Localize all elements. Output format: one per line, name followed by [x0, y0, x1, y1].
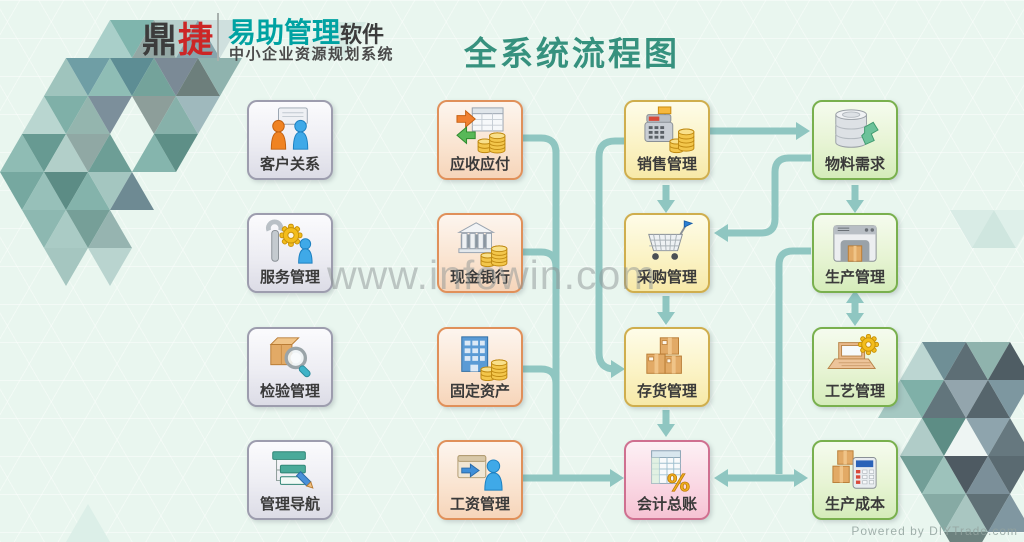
flow-box-label: 应收应付 [449, 156, 510, 173]
production-management-icon [814, 217, 896, 269]
flow-box-inspection-management: 检验管理 [247, 327, 333, 407]
flow-box-label: 现金银行 [449, 269, 510, 286]
process-management-icon [814, 331, 896, 383]
general-ledger-icon: % [626, 444, 708, 496]
page-title: 全系统流程图 [464, 35, 680, 72]
cash-bank-icon [439, 217, 521, 269]
flow-box-label: 生产管理 [824, 269, 885, 286]
flow-box-label: 工资管理 [449, 496, 510, 513]
flow-box-general-ledger: % 会计总账 [624, 440, 710, 520]
flow-box-payroll-management: 工资管理 [437, 440, 523, 520]
brand-logo: 鼎捷 [142, 12, 214, 63]
svg-text:%: % [667, 471, 690, 494]
flow-box-sales-management: 销售管理 [624, 100, 710, 180]
product-name-main: 易助管理 [228, 17, 341, 48]
flow-box-label: 会计总账 [636, 496, 697, 513]
flow-box-fixed-assets: 固定资产 [437, 327, 523, 407]
fixed-assets-icon [439, 331, 521, 383]
management-navigation-icon [249, 444, 331, 496]
production-cost-icon [814, 444, 896, 496]
flow-box-production-management: 生产管理 [812, 213, 898, 293]
flow-box-receivables-payables: 应收应付 [437, 100, 523, 180]
flow-box-management-navigation: 管理导航 [247, 440, 333, 520]
flow-box-label: 管理导航 [259, 496, 320, 513]
flow-box-label: 生产成本 [824, 496, 885, 513]
inventory-management-icon [626, 331, 708, 383]
product-name-suffix: 软件 [340, 22, 385, 47]
receivables-payables-icon [439, 104, 521, 156]
flow-box-label: 销售管理 [636, 156, 697, 173]
payroll-management-icon [439, 444, 521, 496]
flow-box-production-cost: 生产成本 [812, 440, 898, 520]
material-requirements-icon [814, 104, 896, 156]
purchase-management-icon [626, 217, 708, 269]
product-subtitle: 中小企业资源规划系统 [229, 46, 395, 63]
flow-box-label: 物料需求 [824, 156, 885, 173]
flow-box-label: 服务管理 [259, 269, 320, 286]
flow-box-label: 采购管理 [636, 269, 697, 286]
flow-box-process-management: 工艺管理 [812, 327, 898, 407]
flow-box-cash-bank: 现金银行 [437, 213, 523, 293]
service-management-icon [249, 217, 331, 269]
logo-divider [217, 13, 219, 61]
brand-char-1: 鼎 [142, 21, 179, 60]
flow-box-label: 检验管理 [259, 383, 320, 400]
flow-box-service-management: 服务管理 [247, 213, 333, 293]
customer-relations-icon [249, 104, 331, 156]
flow-box-label: 存货管理 [636, 383, 697, 400]
flow-box-label: 工艺管理 [824, 383, 885, 400]
inspection-management-icon [249, 331, 331, 383]
brand-char-2: 捷 [178, 21, 215, 60]
flow-box-label: 固定资产 [449, 383, 510, 400]
flow-box-purchase-management: 采购管理 [624, 213, 710, 293]
product-name: 易助管理软件 [228, 11, 384, 51]
flow-box-inventory-management: 存货管理 [624, 327, 710, 407]
flow-box-label: 客户关系 [259, 156, 320, 173]
sales-management-icon [626, 104, 708, 156]
flow-box-customer-relations: 客户关系 [247, 100, 333, 180]
flow-box-material-requirements: 物料需求 [812, 100, 898, 180]
